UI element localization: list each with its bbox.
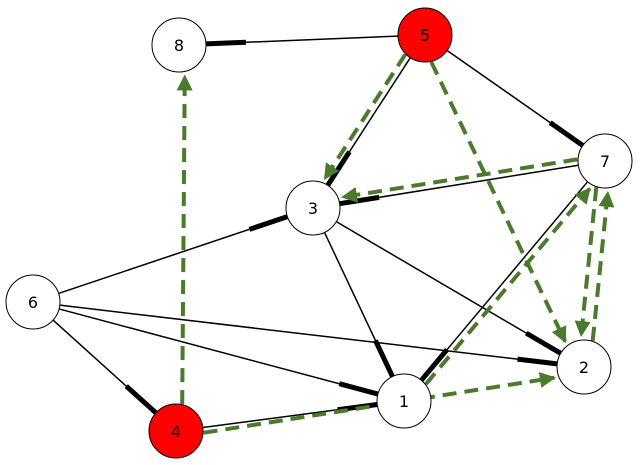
node-label: 4 — [171, 422, 181, 441]
node-circle — [556, 339, 612, 395]
node-label: 2 — [579, 358, 589, 377]
edge-6-2 — [59, 304, 558, 367]
node-circle — [285, 180, 341, 236]
edge-4-1 — [202, 402, 378, 429]
node-label: 5 — [420, 26, 430, 45]
node-circle — [376, 373, 432, 429]
edge-3-1 — [323, 232, 395, 378]
directed-edge-7-3 — [341, 157, 578, 203]
node-circle — [148, 403, 204, 459]
edge-5-7 — [446, 49, 585, 148]
node-label: 6 — [28, 293, 38, 312]
directed-edge-5-3 — [323, 53, 407, 181]
node-label: 7 — [600, 152, 610, 171]
node-circle — [577, 133, 633, 189]
directed-edge-5-2 — [429, 61, 568, 344]
node-label: 3 — [308, 199, 318, 218]
node-circle — [397, 7, 453, 63]
node-2[interactable]: 2 — [556, 339, 612, 395]
node-3[interactable]: 3 — [285, 180, 341, 236]
node-8[interactable]: 8 — [151, 17, 207, 73]
directed-edge-2-7 — [590, 190, 615, 341]
nodes-layer: 1 2 3 4 5 6 7 8 — [5, 7, 633, 459]
node-5[interactable]: 5 — [397, 7, 453, 63]
edge-3-2 — [335, 221, 562, 356]
node-6[interactable]: 6 — [5, 274, 61, 330]
edge-7-3 — [339, 164, 579, 207]
directed-edge-4-8 — [176, 74, 193, 405]
node-label: 8 — [174, 36, 184, 55]
node-7[interactable]: 7 — [577, 133, 633, 189]
node-circle — [5, 274, 61, 330]
node-1[interactable]: 1 — [376, 373, 432, 429]
edges-layer — [52, 35, 589, 429]
node-4[interactable]: 4 — [148, 403, 204, 459]
node-circle — [151, 17, 207, 73]
edge-5-8 — [205, 35, 399, 47]
edge-6-4 — [52, 319, 158, 415]
edge-7-1 — [419, 181, 589, 382]
edge-5-3 — [325, 57, 411, 187]
edge-6-1 — [58, 308, 379, 397]
edge-6-3 — [58, 214, 289, 295]
node-label: 1 — [399, 392, 409, 411]
directed-edge-7-2 — [574, 187, 599, 338]
